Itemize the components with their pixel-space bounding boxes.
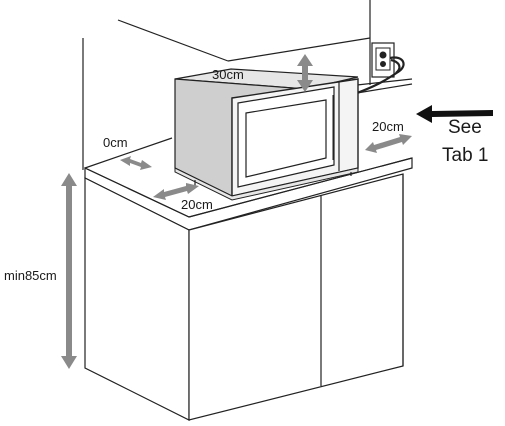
power-outlet: [357, 43, 404, 93]
top-clearance-label: 30cm: [212, 67, 244, 82]
back-clearance-label: 20cm: [372, 119, 404, 134]
min-height-label: min85cm: [4, 268, 57, 283]
see-tab-label-line2: Tab 1: [442, 145, 488, 166]
see-tab-label-line1: See: [448, 117, 482, 138]
front-clearance-label: 20cm: [181, 197, 213, 212]
left-clearance-label: 0cm: [103, 135, 128, 150]
height-arrow: [61, 173, 77, 369]
